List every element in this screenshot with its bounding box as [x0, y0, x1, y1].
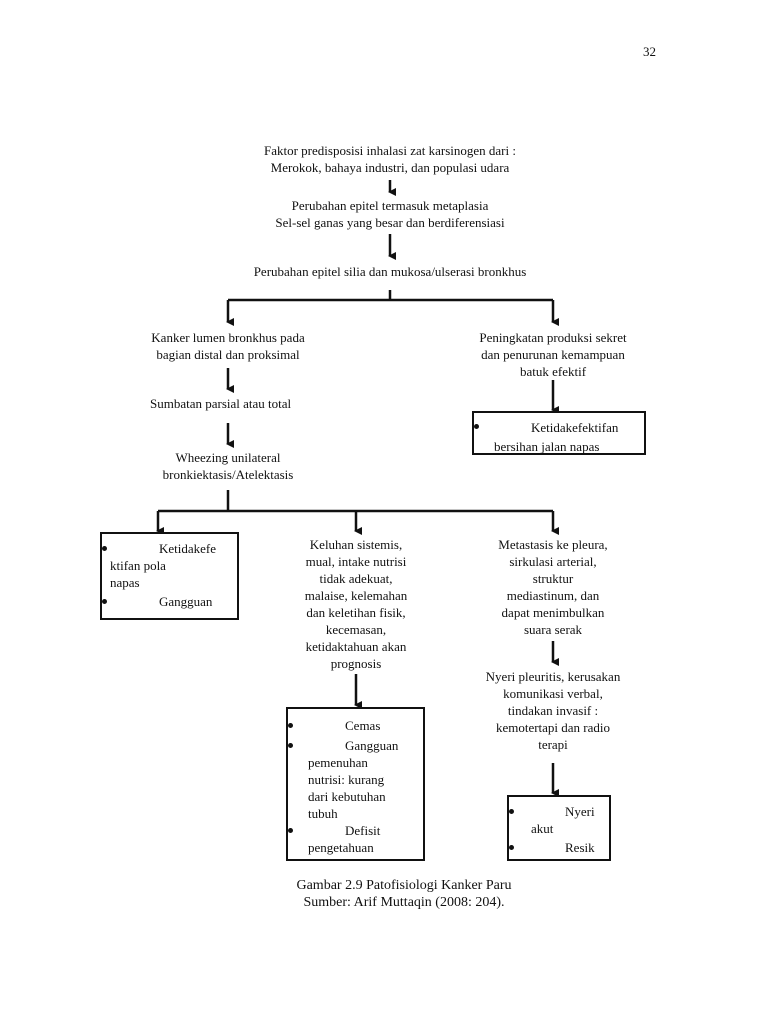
- diagnosis-box-systemic: Cemas Gangguan pemenuhan nutrisi: kurang…: [286, 707, 425, 861]
- box-line: bersihan jalan napas: [494, 439, 600, 454]
- node-line: Merokok, bahaya industri, dan populasi u…: [270, 160, 510, 175]
- node-line: sirkulasi arterial,: [509, 554, 597, 569]
- figure-caption: Gambar 2.9 Patofisiologi Kanker Paru Sum…: [204, 877, 604, 911]
- caption-source: Sumber: Arif Muttaqin (2008: 204).: [303, 895, 505, 910]
- box-line: akut: [531, 821, 554, 836]
- node-line: prognosis: [330, 656, 382, 671]
- bullet-icon: [288, 828, 293, 833]
- bullet-icon: [102, 599, 107, 604]
- node-metastasis: Metastasis ke pleura, sirkulasi arterial…: [458, 536, 648, 638]
- bullet-icon: [288, 723, 293, 728]
- node-line: Metastasis ke pleura,: [498, 537, 608, 552]
- node-ciliary-mucosa-change: Perubahan epitel silia dan mukosa/ulsera…: [190, 263, 590, 280]
- box-line: Cemas: [345, 718, 381, 733]
- node-line: Perubahan epitel silia dan mukosa/ulsera…: [253, 264, 527, 279]
- node-line: mediastinum, dan: [506, 588, 600, 603]
- node-line: Sel-sel ganas yang besar dan berdiferens…: [275, 215, 505, 230]
- box-line: ktifan pola: [110, 558, 166, 573]
- bullet-icon: [102, 546, 107, 551]
- node-line: kemotertapi dan radio: [495, 720, 611, 735]
- node-line: malaise, kelemahan: [304, 588, 408, 603]
- node-wheezing: Wheezing unilateral bronkiektasis/Atelek…: [128, 449, 328, 483]
- node-line: bagian distal dan proksimal: [156, 347, 300, 362]
- node-line: mual, intake nutrisi: [305, 554, 407, 569]
- node-line: ketidaktahuan akan: [305, 639, 407, 654]
- box-line: tubuh: [308, 806, 338, 821]
- diagnosis-box-breathing: Ketidakefe ktifan pola napas Gangguan: [100, 532, 239, 620]
- box-line: Ketidakefe: [159, 541, 217, 556]
- node-line: Wheezing unilateral: [175, 450, 281, 465]
- node-line: tidak adekuat,: [319, 571, 393, 586]
- box-line: dari kebutuhan: [308, 789, 386, 804]
- box-line: Nyeri: [565, 804, 595, 819]
- box-line: Gangguan: [159, 594, 213, 609]
- node-line: Keluhan sistemis,: [309, 537, 403, 552]
- node-pleuritic-pain: Nyeri pleuritis, kerusakan komunikasi ve…: [448, 668, 658, 753]
- node-line: batuk efektif: [519, 364, 587, 379]
- node-epithelial-change: Perubahan epitel termasuk metaplasia Sel…: [190, 197, 590, 231]
- bullet-icon: [288, 743, 293, 748]
- box-line: pengetahuan: [308, 840, 374, 855]
- node-secretion-increase: Peningkatan produksi sekret dan penuruna…: [443, 329, 663, 380]
- node-line: Perubahan epitel termasuk metaplasia: [291, 198, 489, 213]
- box-line: pemenuhan: [308, 755, 368, 770]
- bullet-icon: [509, 809, 514, 814]
- box-line: Defisit: [345, 823, 381, 838]
- node-line: suara serak: [523, 622, 583, 637]
- box-line: Resik: [565, 840, 595, 855]
- page-number: 32: [643, 44, 656, 59]
- node-bronchial-lumen-cancer: Kanker lumen bronkhus pada bagian distal…: [128, 329, 328, 363]
- node-line: terapi: [538, 737, 568, 752]
- node-line: dan penurunan kemampuan: [481, 347, 625, 362]
- box-line: nutrisi: kurang: [308, 772, 385, 787]
- node-line: kecemasan,: [325, 622, 387, 637]
- node-line: Kanker lumen bronkhus pada: [151, 330, 305, 345]
- bullet-icon: [509, 845, 514, 850]
- box-line: napas: [110, 575, 140, 590]
- bullet-icon: [474, 424, 479, 429]
- box-line: Ketidakefektifan: [531, 420, 619, 435]
- caption-title: Gambar 2.9 Patofisiologi Kanker Paru: [296, 878, 512, 893]
- diagnosis-box-pain: Nyeri akut Resik: [507, 795, 611, 861]
- node-line: komunikasi verbal,: [503, 686, 603, 701]
- box-line: Gangguan: [345, 738, 399, 753]
- node-systemic-complaints: Keluhan sistemis, mual, intake nutrisi t…: [271, 536, 441, 672]
- node-obstruction: Sumbatan parsial atau total: [150, 395, 291, 412]
- node-line: tindakan invasif :: [507, 703, 599, 718]
- node-line: Faktor predisposisi inhalasi zat karsino…: [263, 143, 516, 158]
- node-line: dapat menimbulkan: [501, 605, 605, 620]
- node-line: dan keletihan fisik,: [306, 605, 406, 620]
- node-line: struktur: [532, 571, 574, 586]
- node-line: Nyeri pleuritis, kerusakan: [485, 669, 621, 684]
- node-predisposing-factors: Faktor predisposisi inhalasi zat karsino…: [190, 142, 590, 176]
- node-line: Sumbatan parsial atau total: [150, 396, 292, 411]
- diagnosis-box-airway: Ketidakefektifan bersihan jalan napas: [472, 411, 646, 455]
- node-line: Peningkatan produksi sekret: [479, 330, 627, 345]
- node-line: bronkiektasis/Atelektasis: [162, 467, 294, 482]
